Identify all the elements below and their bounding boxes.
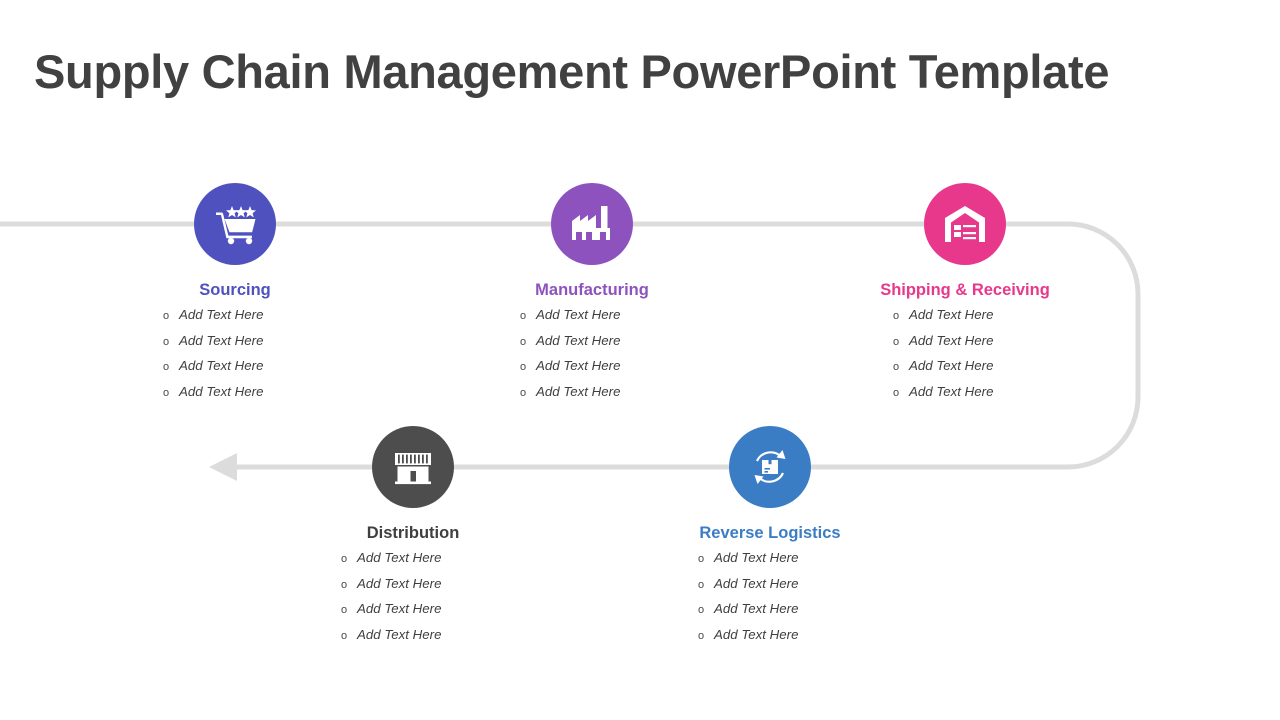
- bullet-marker-icon: o: [520, 310, 527, 322]
- list-item[interactable]: o Add Text Here: [893, 358, 1115, 384]
- bullet-marker-icon: o: [698, 629, 705, 642]
- bullet-marker-icon: o: [893, 361, 900, 374]
- node-title-distribution: Distribution: [366, 524, 460, 542]
- list-item[interactable]: o Add Text Here: [893, 307, 1115, 333]
- bullet-marker-icon: o: [341, 578, 348, 591]
- list-item[interactable]: o Add Text Here: [341, 627, 563, 653]
- node-title-reverse-logistics: Reverse Logistics: [699, 524, 841, 542]
- bullet-text: Add Text Here: [179, 307, 264, 322]
- bullet-marker-icon: o: [520, 386, 527, 399]
- bullet-marker-icon: o: [893, 386, 900, 399]
- bullet-list-sourcing: o Add Text Here o Add Text Here o Add Te…: [85, 307, 385, 409]
- list-item[interactable]: o Add Text Here: [698, 550, 920, 576]
- bullet-text: Add Text Here: [536, 383, 621, 399]
- bullet-marker-icon: o: [163, 386, 170, 399]
- bullet-text: Add Text Here: [357, 626, 442, 642]
- bullet-marker-icon: o: [163, 361, 170, 374]
- bullet-marker-icon: o: [698, 604, 705, 617]
- list-item[interactable]: o Add Text Here: [163, 307, 385, 333]
- bullet-text: Add Text Here: [714, 601, 799, 617]
- list-item[interactable]: o Add Text Here: [520, 333, 742, 359]
- bullet-marker-icon: o: [893, 310, 900, 322]
- list-item[interactable]: o Add Text Here: [893, 333, 1115, 359]
- bullet-text: Add Text Here: [909, 332, 994, 348]
- list-item[interactable]: o Add Text Here: [163, 358, 385, 384]
- node-icon-badge-sourcing[interactable]: [194, 183, 276, 265]
- bullet-marker-icon: o: [698, 578, 705, 591]
- node-icon-badge-reverse-logistics[interactable]: [729, 426, 811, 508]
- arrow-left-icon: [209, 453, 237, 481]
- bullet-marker-icon: o: [893, 335, 900, 348]
- list-item[interactable]: o Add Text Here: [520, 384, 742, 410]
- bullet-text: Add Text Here: [357, 575, 442, 591]
- bullet-marker-icon: o: [163, 310, 170, 322]
- return-box-icon: [754, 450, 786, 484]
- bullet-marker-icon: o: [520, 361, 527, 374]
- list-item[interactable]: o Add Text Here: [341, 576, 563, 602]
- list-item[interactable]: o Add Text Here: [893, 384, 1115, 410]
- warehouse-icon: [945, 206, 985, 242]
- node-icon-badge-shipping[interactable]: [924, 183, 1006, 265]
- list-item[interactable]: o Add Text Here: [341, 550, 563, 576]
- bullet-list-reverse-logistics: o Add Text Here o Add Text Here o Add Te…: [620, 550, 920, 652]
- node-icon-badge-distribution[interactable]: [372, 426, 454, 508]
- bullet-text: Add Text Here: [179, 358, 264, 374]
- bullet-text: Add Text Here: [536, 307, 621, 322]
- list-item[interactable]: o Add Text Here: [698, 627, 920, 653]
- list-item[interactable]: o Add Text Here: [520, 358, 742, 384]
- list-item[interactable]: o Add Text Here: [698, 576, 920, 602]
- bullet-text: Add Text Here: [714, 550, 799, 565]
- list-item[interactable]: o Add Text Here: [520, 307, 742, 333]
- bullet-marker-icon: o: [698, 553, 705, 565]
- bullet-marker-icon: o: [341, 604, 348, 617]
- bullet-marker-icon: o: [520, 335, 527, 348]
- node-title-sourcing: Sourcing: [199, 281, 271, 299]
- bullet-text: Add Text Here: [357, 601, 442, 617]
- bullet-text: Add Text Here: [357, 550, 442, 565]
- list-item[interactable]: o Add Text Here: [163, 384, 385, 410]
- bullet-text: Add Text Here: [536, 332, 621, 348]
- list-item[interactable]: o Add Text Here: [341, 601, 563, 627]
- bullet-list-distribution: o Add Text Here o Add Text Here o Add Te…: [263, 550, 563, 652]
- bullet-list-manufacturing: o Add Text Here o Add Text Here o Add Te…: [442, 307, 742, 409]
- bullet-marker-icon: o: [341, 553, 348, 565]
- node-title-shipping: Shipping & Receiving: [880, 281, 1050, 299]
- bullet-text: Add Text Here: [909, 383, 994, 399]
- factory-icon: [572, 206, 610, 240]
- page-title: Supply Chain Management PowerPoint Templ…: [34, 45, 1110, 98]
- node-icon-badge-manufacturing[interactable]: [551, 183, 633, 265]
- bullet-text: Add Text Here: [909, 358, 994, 374]
- shopping-cart-stars-icon: [216, 206, 256, 245]
- storefront-icon: [395, 453, 431, 485]
- node-title-manufacturing: Manufacturing: [535, 281, 649, 299]
- bullet-marker-icon: o: [341, 629, 348, 642]
- bullet-text: Add Text Here: [179, 383, 264, 399]
- bullet-text: Add Text Here: [909, 307, 994, 322]
- bullet-marker-icon: o: [163, 335, 170, 348]
- bullet-text: Add Text Here: [179, 332, 264, 348]
- list-item[interactable]: o Add Text Here: [163, 333, 385, 359]
- bullet-list-shipping: o Add Text Here o Add Text Here o Add Te…: [815, 307, 1115, 409]
- bullet-text: Add Text Here: [714, 626, 799, 642]
- bullet-text: Add Text Here: [714, 575, 799, 591]
- bullet-text: Add Text Here: [536, 358, 621, 374]
- list-item[interactable]: o Add Text Here: [698, 601, 920, 627]
